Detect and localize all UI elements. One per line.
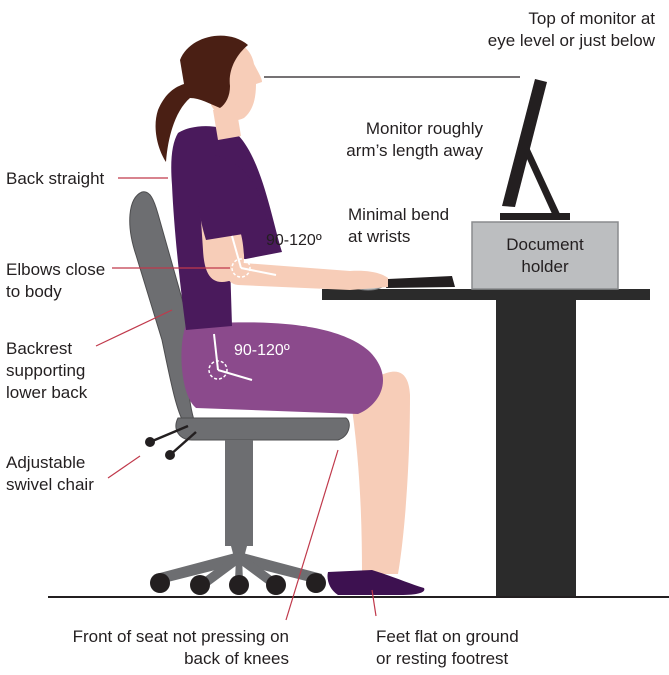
forearm <box>225 262 388 290</box>
chair <box>129 191 350 585</box>
skirt <box>181 322 383 414</box>
feet-label: Feet flat on ground or resting footrest <box>376 627 519 668</box>
seat-front-label: Front of seat not pressing on back of kn… <box>72 627 289 668</box>
keyboard <box>386 276 455 288</box>
leader-seat-front <box>285 449 339 621</box>
monitor-top-label: Top of monitor at eye level or just belo… <box>487 9 655 50</box>
leader-lines <box>95 177 377 621</box>
leader-backrest <box>95 309 173 347</box>
wrists-label: Minimal bend at wrists <box>348 205 450 246</box>
leader-chair <box>107 455 141 479</box>
monitor <box>500 79 570 220</box>
elbow-angle-marker <box>231 235 277 278</box>
shoe <box>327 570 425 595</box>
hip-angle-label: 90-120º <box>234 342 290 359</box>
document-holder-label: Document holder <box>506 235 584 276</box>
elbow-angle-label: 90-120º <box>266 232 322 249</box>
leader-feet <box>371 589 377 617</box>
chair-casters <box>150 573 326 595</box>
back-label: Back straight <box>6 169 105 188</box>
monitor-distance-label: Monitor roughly arm’s length away <box>346 119 483 160</box>
person <box>155 35 425 595</box>
hip-angle-marker <box>208 333 253 381</box>
hair <box>155 35 248 162</box>
sleeve <box>195 154 268 240</box>
desk <box>322 289 650 596</box>
backrest-label: Backrest supporting lower back <box>6 339 88 402</box>
chair-label: Adjustable swivel chair <box>6 453 94 494</box>
elbows-label: Elbows close to body <box>6 260 106 301</box>
document-holder-box <box>471 221 619 290</box>
lower-leg <box>350 371 410 574</box>
